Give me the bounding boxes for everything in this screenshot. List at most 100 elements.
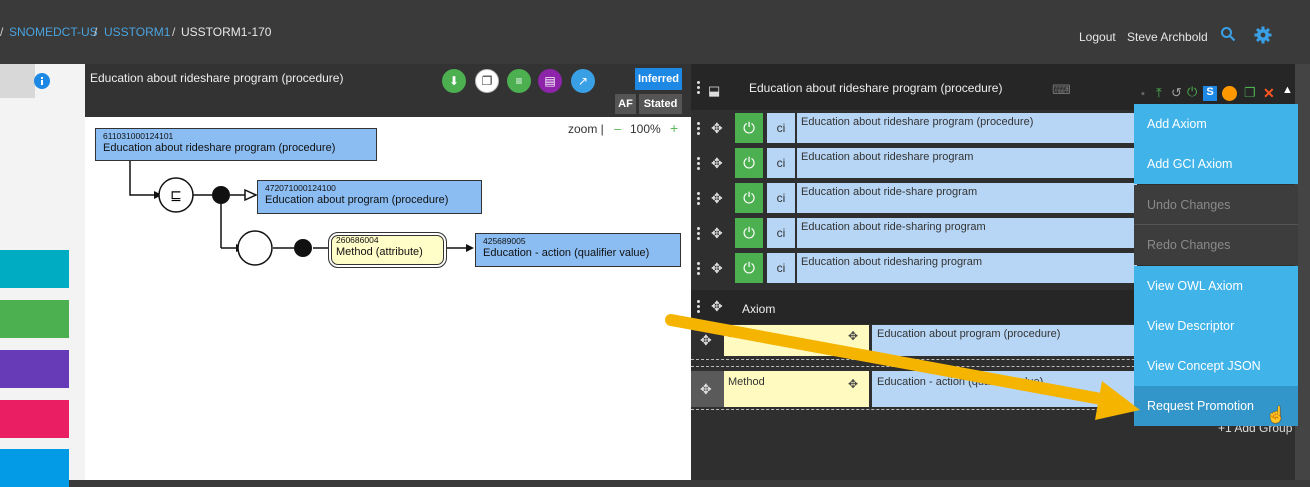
drag-handle-icon[interactable]	[697, 157, 701, 171]
node-label: Education - action (qualifier value)	[483, 246, 650, 259]
move-icon[interactable]: ✥	[711, 120, 723, 136]
pin-icon[interactable]: ⬓	[708, 83, 721, 98]
case-significance[interactable]: ci	[767, 183, 795, 213]
info-icon[interactable]	[34, 73, 50, 94]
left-panel	[0, 64, 85, 487]
menu-item-add-axiom[interactable]: Add Axiom	[1134, 104, 1298, 144]
copy-icon[interactable]: ❐	[475, 69, 499, 93]
zoom-value: 100%	[630, 122, 661, 136]
zoom-label: zoom |	[568, 122, 604, 136]
breadcrumb-separator: /	[0, 25, 4, 39]
active-toggle-button[interactable]: ⏻	[735, 113, 763, 143]
active-toggle-button[interactable]: ⏻	[735, 218, 763, 248]
save-icon[interactable]: ▪	[1141, 88, 1145, 100]
svg-text:⊑: ⊑	[170, 188, 182, 204]
logout-link[interactable]: Logout	[1079, 30, 1116, 44]
relationship-target[interactable]: Education about program (procedure)	[872, 325, 1137, 356]
diagram-node-root[interactable]: 611031000124101 Education about rideshar…	[95, 128, 377, 161]
search-icon[interactable]	[1220, 26, 1236, 47]
s-icon[interactable]: S	[1203, 86, 1217, 101]
move-icon[interactable]: ✥	[700, 332, 712, 348]
color-block[interactable]	[0, 300, 69, 338]
color-block[interactable]	[0, 449, 69, 487]
library-icon[interactable]: ▤	[538, 69, 562, 93]
axiom-label: Axiom	[742, 302, 776, 316]
caret-up-icon[interactable]: ▲	[1282, 84, 1293, 96]
node-id: 425689005	[483, 236, 526, 246]
move-icon[interactable]: ✥	[711, 225, 723, 241]
power-icon[interactable]: ⏻	[1187, 84, 1198, 99]
description-row: ✥ ⏻ ci Education about rideshare program	[691, 148, 1310, 180]
diagram-title: Education about rideshare program (proce…	[90, 71, 344, 85]
description-term[interactable]: Education about ride-sharing program	[797, 218, 1137, 248]
diagram-connectors: ⊑	[129, 161, 474, 266]
move-icon[interactable]: ✥	[848, 329, 859, 343]
case-significance[interactable]: ci	[767, 218, 795, 248]
drag-handle-icon[interactable]	[697, 262, 701, 276]
tab-stated[interactable]: Stated	[639, 94, 682, 114]
menu-item-view-concept-json[interactable]: View Concept JSON	[1134, 346, 1298, 386]
description-term[interactable]: Education about rideshare program (proce…	[797, 113, 1137, 143]
diagram-node-value[interactable]: 425689005 Education - action (qualifier …	[475, 233, 681, 267]
tab-inferred[interactable]: Inferred	[635, 68, 682, 90]
user-name[interactable]: Steve Archbold	[1127, 30, 1208, 44]
color-block[interactable]	[0, 350, 69, 388]
drag-handle-icon[interactable]	[697, 122, 701, 136]
active-toggle-button[interactable]: ⏻	[735, 148, 763, 178]
drag-handle-icon[interactable]	[697, 192, 701, 206]
drag-handle-icon[interactable]	[697, 81, 701, 95]
move-icon[interactable]: ✥	[711, 190, 723, 206]
move-icon[interactable]: ✥	[700, 381, 712, 397]
description-row: ✥ ⏻ ci Education about rideshare program…	[691, 113, 1310, 145]
menu-item-redo-changes[interactable]: Redo Changes	[1134, 225, 1298, 265]
scrollbar[interactable]	[1295, 64, 1310, 480]
hand-cursor-icon: ☝	[1266, 407, 1286, 424]
open-external-icon[interactable]: ↗	[571, 69, 595, 93]
diagram-node-parent[interactable]: 472071000124100 Education about program …	[257, 180, 482, 214]
top-bar: / SNOMEDCT-US / USSTORM1 / USSTORM1-170 …	[0, 0, 1310, 64]
breadcrumb-item-codesystem[interactable]: SNOMEDCT-US	[9, 25, 98, 39]
menu-item-undo-changes[interactable]: Undo Changes	[1134, 185, 1298, 225]
description-term[interactable]: Education about ride-share program	[797, 183, 1137, 213]
menu-item-request-promotion[interactable]: Request Promotion	[1134, 386, 1298, 426]
node-id: 611031000124101	[103, 131, 174, 141]
menu-item-view-owl-axiom[interactable]: View OWL Axiom	[1134, 266, 1298, 306]
keyboard-icon[interactable]: ⌨	[1052, 82, 1071, 97]
upload-icon[interactable]: ⤒	[1156, 85, 1162, 100]
color-block[interactable]	[0, 400, 69, 438]
diagram-header: Education about rideshare program (proce…	[85, 64, 691, 117]
tab-af[interactable]: AF	[615, 94, 636, 114]
drag-handle-icon[interactable]	[697, 227, 701, 241]
gear-icon[interactable]	[1254, 26, 1272, 49]
case-significance[interactable]: ci	[767, 148, 795, 178]
description-term[interactable]: Education about rideshare program	[797, 148, 1137, 178]
add-list-icon[interactable]: ≡	[507, 69, 531, 93]
color-block[interactable]	[0, 250, 69, 288]
case-significance[interactable]: ci	[767, 113, 795, 143]
zoom-out-button[interactable]: –	[614, 121, 622, 136]
breadcrumb-separator: /	[94, 25, 98, 39]
menu-item-add-gci-axiom[interactable]: Add GCI Axiom	[1134, 144, 1298, 184]
move-icon[interactable]: ✥	[848, 377, 859, 391]
zoom-in-button[interactable]: +	[670, 120, 679, 136]
duplicate-icon[interactable]: ❐	[1244, 85, 1256, 100]
status-dot-icon[interactable]	[1222, 86, 1237, 101]
menu-item-view-descriptor[interactable]: View Descriptor	[1134, 306, 1298, 346]
diagram-node-attribute[interactable]: 260686004 Method (attribute)	[328, 232, 447, 268]
description-row: ✥ ⏻ ci Education about ride-share progra…	[691, 183, 1310, 215]
close-icon[interactable]: ✕	[1263, 85, 1275, 101]
active-toggle-button[interactable]: ⏻	[735, 183, 763, 213]
history-icon[interactable]: ↺	[1171, 85, 1182, 100]
drag-handle-icon[interactable]	[697, 300, 701, 314]
move-icon[interactable]: ✥	[711, 298, 723, 314]
active-toggle-button[interactable]: ⏻	[735, 253, 763, 283]
left-panel-tab[interactable]	[0, 64, 35, 98]
relationship-target[interactable]: Education - action (qualifier value)	[872, 371, 1137, 407]
description-term[interactable]: Education about ridesharing program	[797, 253, 1137, 283]
breadcrumb-item-project[interactable]: USSTORM1	[104, 25, 171, 39]
case-significance[interactable]: ci	[767, 253, 795, 283]
move-icon[interactable]: ✥	[711, 155, 723, 171]
download-icon[interactable]: ⬇	[442, 69, 466, 93]
move-icon[interactable]: ✥	[711, 260, 723, 276]
node-label: Education about rideshare program (proce…	[103, 141, 336, 154]
